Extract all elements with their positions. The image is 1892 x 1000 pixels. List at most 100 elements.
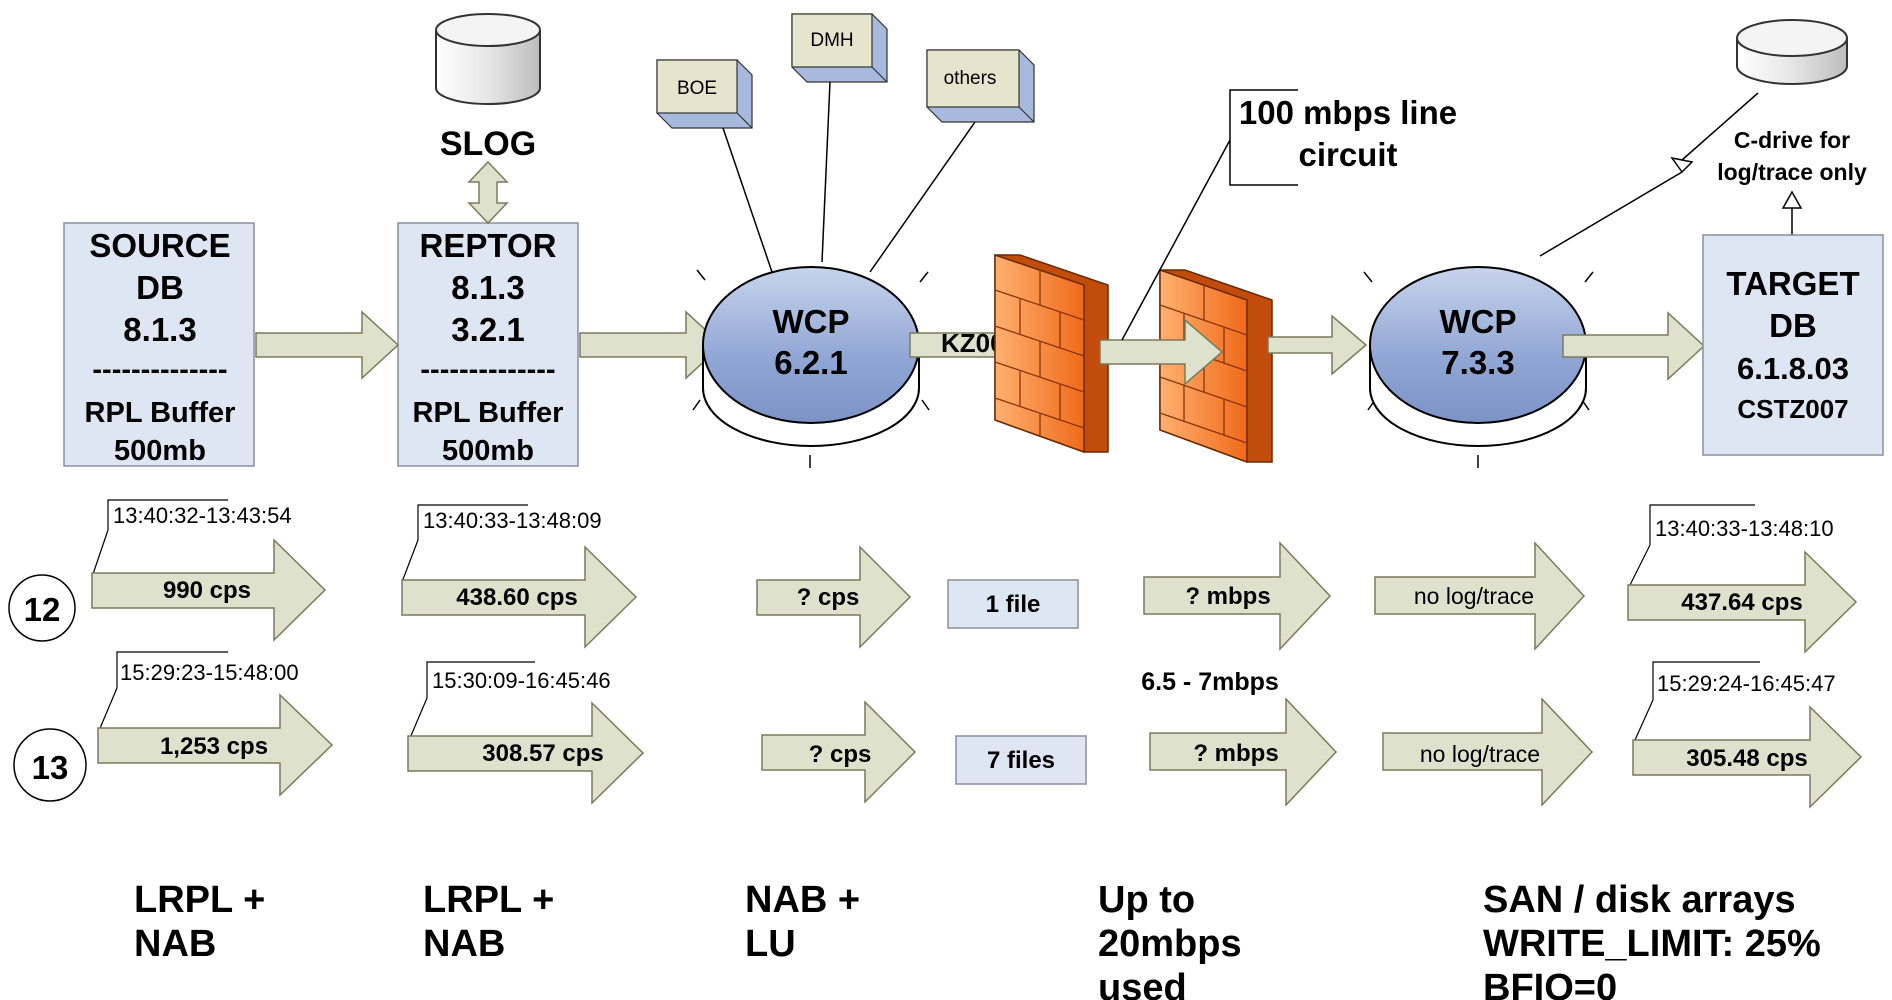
boe-label: BOE [677,78,717,99]
row12-line-arrow [1143,541,1332,651]
others-label: others [944,68,997,89]
firewall-2-icon [1159,268,1273,464]
footer-col3-line1: NAB + [745,879,860,921]
row13-time-bracket [97,651,228,734]
source-db-title: SOURCE [89,227,230,264]
row12-line-rate: ? mbps [1185,583,1270,610]
row12-target-rate: 437.64 cps [1681,589,1802,616]
footer-col4-line1: Up to [1098,879,1195,921]
row12-target-arrow [1627,550,1858,654]
reptor-separator: -------------- [420,354,555,386]
wcp-1-hub-icon [692,266,930,468]
row12-reptor-arrow [401,545,638,649]
row12-source-time: 13:40:32-13:43:54 [113,503,292,528]
row13-files-label: 7 files [987,747,1055,774]
footer-col5-line3: BFIO=0 [1483,967,1617,1000]
footer-labels: LRPL + NAB LRPL + NAB NAB + LU Up to 20m… [134,879,1821,1000]
slog-cylinder-icon [435,13,541,105]
others-connector [869,121,976,273]
target-db-version: 6.1.8.03 [1737,351,1849,386]
row13-log-label: no log/trace [1420,741,1540,767]
others-cube-icon [926,49,1035,123]
wcp-2-hub-icon [1363,266,1594,468]
row13-source-arrow [97,693,334,797]
row13-wcp-rate: ? cps [809,741,872,768]
dmh-label: DMH [810,30,853,51]
source-db-buffer-label: RPL Buffer [85,397,236,429]
row13-source-rate: 1,253 cps [160,733,268,760]
row13-target-rate: 305.48 cps [1686,745,1807,772]
row13-files-box [955,735,1087,785]
source-db-separator: -------------- [92,354,227,386]
row12-reptor-rate: 438.60 cps [456,584,577,611]
boe-cube-icon [656,59,753,129]
row12-source-arrow [91,538,327,642]
row13-target-time: 15:29:24-16:45:47 [1657,671,1836,696]
row13-log-arrow [1382,697,1594,807]
target-db-box: TARGET DB 6.1.8.03 CSTZ007 [1702,234,1884,456]
row12-reptor-bracket [401,504,528,583]
reptor-version-2: 3.2.1 [451,311,524,348]
reptor-buffer-size: 500mb [442,435,534,467]
source-db-version: 8.1.3 [123,311,196,348]
row13-target-arrow [1632,705,1863,809]
cdrive-cylinder-icon [1736,19,1848,85]
source-db-box: SOURCE DB 8.1.3 -------------- RPL Buffe… [63,222,255,467]
cdrive-label-2: log/trace only [1717,159,1867,185]
reptor-box: REPTOR 8.1.3 3.2.1 -------------- RPL Bu… [397,222,579,467]
target-db-title: TARGET [1726,265,1859,302]
row12-target-bracket [1629,504,1755,586]
firewall-pass-arrow [1099,318,1224,386]
row12-log-arrow [1374,541,1586,651]
wcp-1-version: 6.2.1 [774,344,847,381]
row12-reptor-time: 13:40:33-13:48:09 [423,508,602,533]
flow-arrow-wcp-to-target [1562,311,1706,381]
line-circuit-label-2: circuit [1298,136,1397,173]
flow-arrow-source-to-reptor [255,310,400,380]
target-db-name: CSTZ007 [1737,394,1848,424]
run-12-circle-icon [8,574,76,642]
row13-reptor-arrow [407,701,645,805]
footer-col2-line2: NAB [423,923,505,965]
footer-col1-line1: LRPL + [134,879,265,921]
boe-connector [722,127,773,273]
row13-target-bracket [1634,661,1760,741]
row13-line-arrow [1149,697,1338,807]
row12-files-box [947,579,1079,629]
footer-col3-line2: LU [745,923,796,965]
row12-wcp-arrow [756,545,912,649]
cdrive-connector-line [1681,92,1759,161]
row12-target-time: 13:40:33-13:48:10 [1655,516,1834,541]
footer-col5-line1: SAN / disk arrays [1483,879,1796,921]
cdrive-arrowhead-1 [1670,156,1694,174]
reptor-version-1: 8.1.3 [451,269,524,306]
footer-col2-line1: LRPL + [423,879,554,921]
footer-col4-line2: 20mbps [1098,923,1242,965]
row13-reptor-bracket [409,661,535,739]
wcp-1-title: WCP [773,303,850,340]
line-circuit-callout [1121,89,1298,341]
row13-line-rate: ? mbps [1193,740,1278,767]
dmh-cube-icon [791,13,888,83]
row13-reptor-time: 15:30:09-16:45:46 [432,668,611,693]
run-13-circle-icon [13,728,87,802]
firewall-1-icon [994,253,1109,454]
footer-col5-line2: WRITE_LIMIT: 25% [1483,923,1821,965]
row12-source-rate: 990 cps [163,577,251,604]
source-db-buffer-size: 500mb [114,435,206,467]
cdrive-arrowhead-2 [1781,190,1803,209]
run-12-label: 12 [24,591,61,628]
row12-files-label: 1 file [986,591,1041,618]
row12-log-label: no log/trace [1414,583,1534,609]
target-db-subtitle: DB [1769,307,1817,344]
mbps-note: 6.5 - 7mbps [1141,668,1279,696]
wcp-2-version: 7.3.3 [1441,344,1514,381]
row13-source-time: 15:29:23-15:48:00 [120,660,299,685]
flow-arrow-firewall-to-wcp [1267,314,1368,376]
row12-wcp-rate: ? cps [797,584,860,611]
row12-time-bracket [91,499,228,578]
row13-wcp-arrow [761,700,917,804]
footer-col4-line3: used [1098,967,1187,1000]
slog-label: SLOG [440,125,536,163]
